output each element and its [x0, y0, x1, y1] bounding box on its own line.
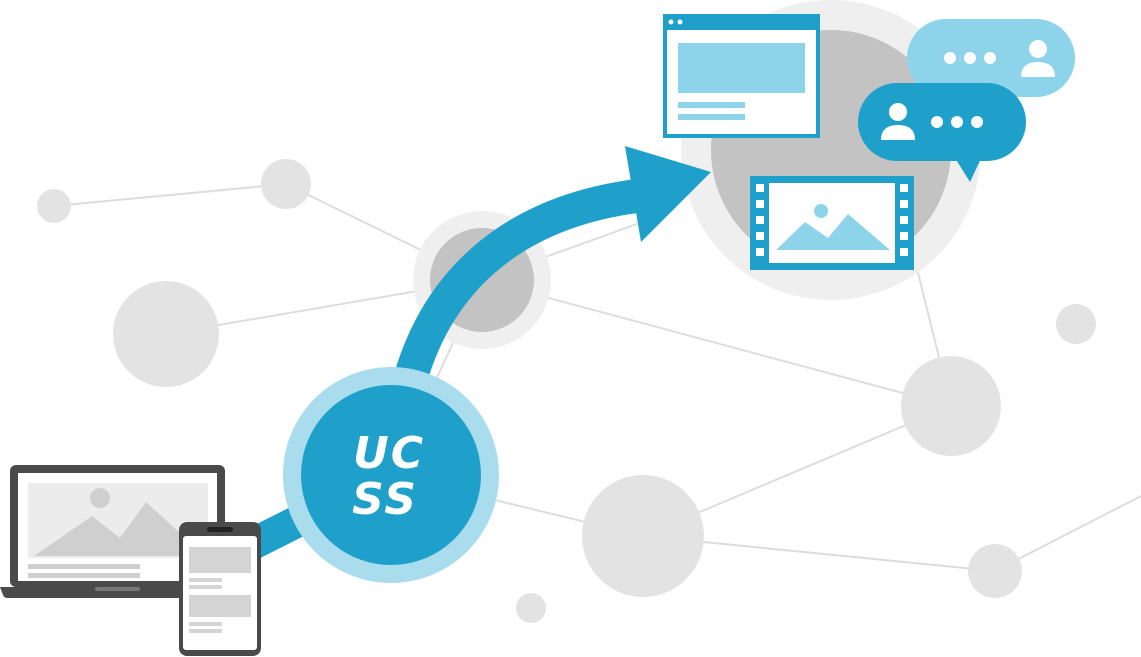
- film-hole: [900, 232, 908, 240]
- text-placeholder-line: [28, 564, 140, 569]
- film-hole: [900, 200, 908, 208]
- text-placeholder-line: [189, 585, 222, 589]
- film-hole: [756, 200, 764, 208]
- browser-hero-block: [678, 43, 805, 93]
- image-placeholder-icon: [189, 595, 251, 617]
- film-hole: [756, 216, 764, 224]
- film-perforations: [756, 184, 908, 256]
- chat-bubble-icon: [858, 83, 1026, 182]
- connector-line: [481, 279, 952, 407]
- user-body: [881, 125, 915, 140]
- browser-dot: [668, 19, 674, 25]
- browser-text-line: [678, 114, 745, 120]
- phone-speaker: [207, 527, 233, 532]
- network-node: [113, 281, 219, 387]
- user-head: [1029, 40, 1047, 58]
- typing-dot: [931, 116, 943, 128]
- text-placeholder-line: [28, 573, 140, 578]
- network-nodes: [37, 159, 1096, 623]
- film-hole: [756, 184, 764, 192]
- text-placeholder-line: [189, 622, 222, 626]
- connector-line: [994, 495, 1141, 572]
- image-placeholder-icon: [776, 214, 890, 250]
- smartphone-icon: [179, 522, 261, 656]
- user-body: [1021, 62, 1055, 77]
- film-hole: [900, 184, 908, 192]
- film-hole: [756, 232, 764, 240]
- user-icon: [1021, 40, 1055, 77]
- typing-dot: [951, 116, 963, 128]
- arrow-shaft: [388, 178, 647, 404]
- film-hole: [900, 248, 908, 256]
- laptop-notch: [95, 587, 140, 591]
- laptop-icon: [0, 465, 235, 598]
- hub-label-line-1: UC: [353, 428, 425, 479]
- network-node: [968, 544, 1022, 598]
- hub-core: [301, 385, 481, 565]
- user-icon: [881, 103, 915, 140]
- arrow-icon: [625, 146, 711, 242]
- network-node: [1056, 304, 1096, 344]
- video-sun: [814, 204, 828, 218]
- typing-dot: [984, 52, 996, 64]
- browser-window-icon: [663, 14, 820, 138]
- typing-dot: [971, 116, 983, 128]
- ucss-hub: UC SS: [283, 367, 499, 583]
- typing-dot: [944, 52, 956, 64]
- chat-bubble-tail: [950, 150, 985, 182]
- network-node: [901, 356, 1001, 456]
- video-canvas: [769, 183, 895, 263]
- hub-label-line-2: SS: [352, 474, 418, 525]
- video-frame-icon: [750, 176, 914, 270]
- browser-text-line: [678, 102, 745, 108]
- network-node: [261, 159, 311, 209]
- text-placeholder-line: [189, 629, 222, 633]
- image-placeholder-icon: [189, 547, 251, 573]
- user-head: [889, 103, 907, 121]
- chat-bubble-icon: [907, 19, 1075, 97]
- typing-dot: [964, 52, 976, 64]
- network-node: [582, 475, 704, 597]
- browser-dot: [677, 19, 683, 25]
- text-placeholder-line: [189, 578, 222, 582]
- image-placeholder-mountains: [34, 502, 205, 556]
- network-node: [37, 189, 71, 223]
- laptop-base: [0, 587, 235, 598]
- film-hole: [900, 216, 908, 224]
- image-placeholder-sun: [90, 488, 110, 508]
- film-hole: [756, 248, 764, 256]
- connector-line: [53, 183, 287, 207]
- network-node: [516, 593, 546, 623]
